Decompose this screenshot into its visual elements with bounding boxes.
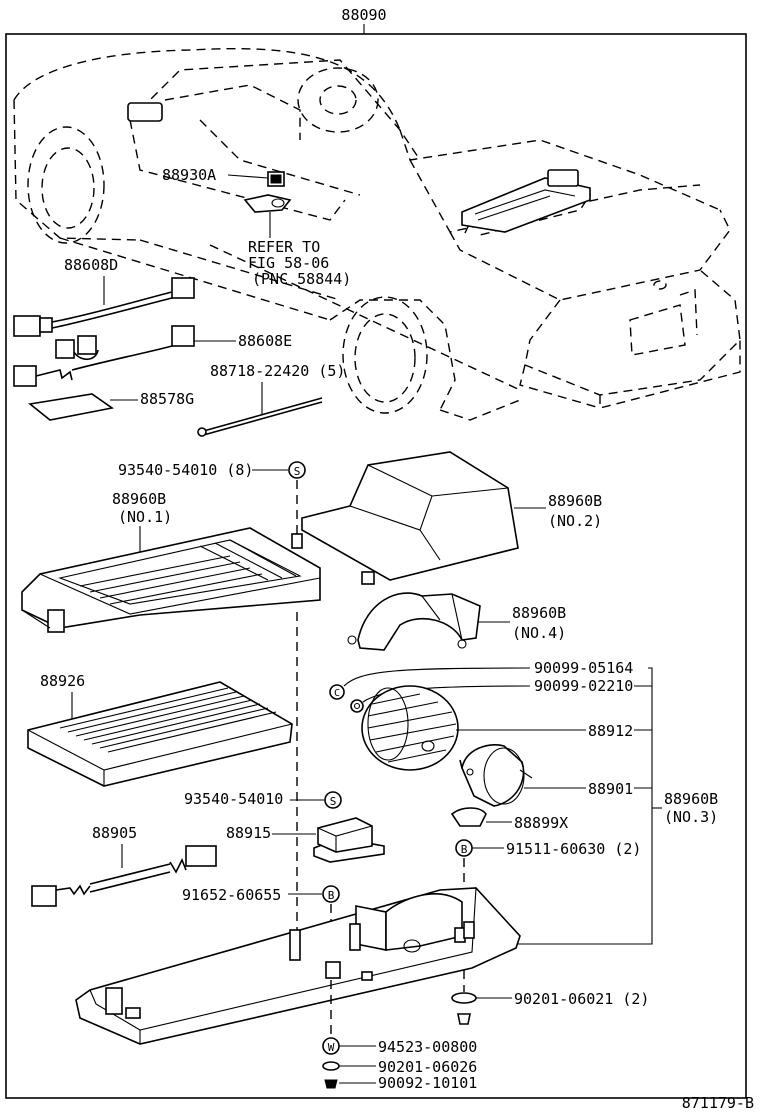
filter-88926-shape xyxy=(27,681,293,787)
label-88926: 88926 xyxy=(40,672,85,690)
label-88960B-4-no: (NO.4) xyxy=(512,624,566,642)
label-88901: 88901 xyxy=(588,780,633,798)
label-91652: 91652-60655 xyxy=(182,886,281,904)
label-88915: 88915 xyxy=(226,824,271,842)
clip-c-marker: C xyxy=(329,684,345,700)
marker-w: W xyxy=(328,1041,335,1054)
harness-88905-shape xyxy=(31,845,217,907)
vehicle-outline xyxy=(13,48,741,421)
label-90201-06021: 90201-06021 (2) xyxy=(514,990,649,1008)
label-88960B-3: 88960B xyxy=(664,790,718,808)
marker-s-top: S xyxy=(294,465,301,478)
refer-note-line-1: REFER TO xyxy=(248,238,320,256)
bolt-marker-91652: B xyxy=(322,885,340,903)
screw-marker-mid: S xyxy=(324,791,342,809)
lower-case-shape xyxy=(75,887,521,1045)
label-88578G: 88578G xyxy=(140,390,194,408)
marker-b-91652: B xyxy=(328,889,335,902)
label-88930A: 88930A xyxy=(162,166,216,184)
fan-88912-shape xyxy=(361,685,459,771)
label-88905: 88905 xyxy=(92,824,137,842)
marker-s-mid: S xyxy=(330,795,337,808)
cable-tie-shape xyxy=(199,397,323,433)
nut-90092-shape xyxy=(324,1079,338,1089)
nut-marker-94523: W xyxy=(322,1037,340,1055)
bracket-88899X-shape xyxy=(450,807,487,827)
pad-88578G-shape xyxy=(28,393,115,421)
washer-90201-06021-shape xyxy=(451,992,477,1004)
label-90201-06026: 90201-06026 xyxy=(378,1058,477,1076)
label-88899X: 88899X xyxy=(514,814,568,832)
figure-id: 871179-B xyxy=(682,1094,754,1112)
label-90099-05164: 90099-05164 xyxy=(534,659,633,677)
label-88960B-2-no: (NO.2) xyxy=(548,512,602,530)
screw-marker-top: S xyxy=(288,461,306,479)
marker-c: C xyxy=(334,688,340,699)
label-88960B-1: 88960B xyxy=(112,490,166,508)
label-94523: 94523-00800 xyxy=(378,1038,477,1056)
label-91511: 91511-60630 (2) xyxy=(506,840,641,858)
refer-note-line-2: FIG 58-06 xyxy=(248,254,329,272)
label-90099-02210: 90099-02210 xyxy=(534,677,633,695)
label-88960B-2: 88960B xyxy=(548,492,602,510)
label-88960B-3-no: (NO.3) xyxy=(664,808,718,826)
marker-b-91511: B xyxy=(461,843,468,856)
label-88912: 88912 xyxy=(588,722,633,740)
label-88960B-4: 88960B xyxy=(512,604,566,622)
label-88960B-1-no: (NO.1) xyxy=(118,508,172,526)
bracket-88915-shape xyxy=(313,817,385,863)
label-93540-mid: 93540-54010 xyxy=(184,790,283,808)
label-88608D: 88608D xyxy=(64,256,118,274)
refer-note-line-3: (PNC 58844) xyxy=(252,270,351,288)
harness-88608E-shape xyxy=(13,325,195,387)
mirror-shape xyxy=(127,102,163,122)
label-93540-top: 93540-54010 (8) xyxy=(118,461,253,479)
rear-speaker-shape xyxy=(461,169,591,233)
duct-no4-shape xyxy=(347,592,481,651)
enclosure-no2-shape xyxy=(291,451,519,585)
bolt-marker-91511: B xyxy=(455,839,473,857)
label-90092: 90092-10101 xyxy=(378,1074,477,1092)
washer-90201-06026-shape xyxy=(322,1061,340,1071)
enclosure-no1-shape xyxy=(21,527,321,633)
harness-88608D-shape xyxy=(13,277,195,337)
assembly-frame xyxy=(5,33,747,1099)
motor-88901-shape xyxy=(459,744,533,807)
label-88608E: 88608E xyxy=(238,332,292,350)
label-88718: 88718-22420 (5) xyxy=(210,362,345,380)
assembly-label: 88090 xyxy=(341,6,386,24)
washer-marker xyxy=(350,699,364,713)
connector-88930A-shape xyxy=(243,171,292,213)
